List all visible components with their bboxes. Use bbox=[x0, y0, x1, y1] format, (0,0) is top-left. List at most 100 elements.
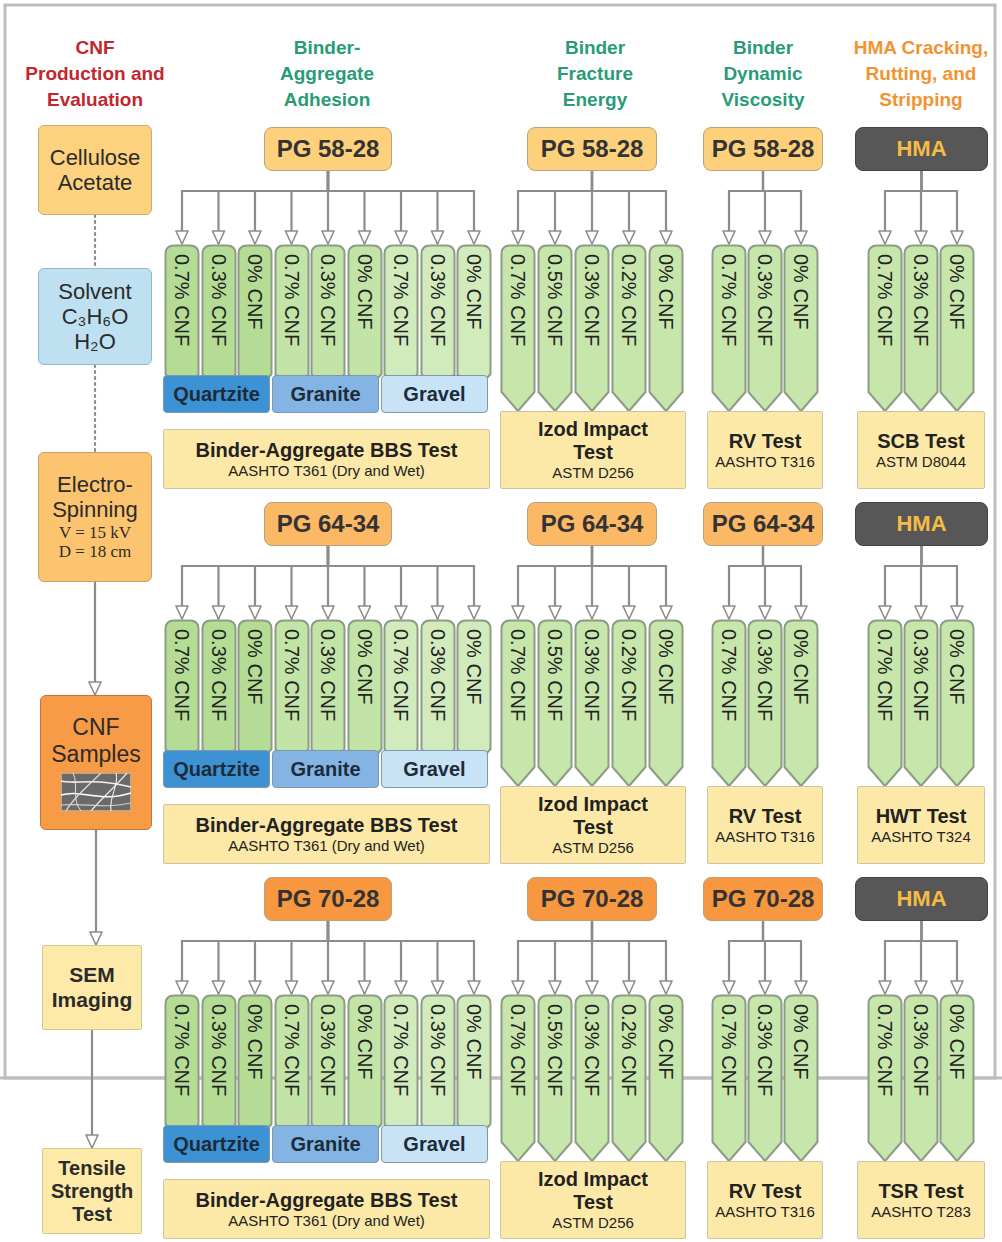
box-label: PG 58-28 bbox=[707, 135, 819, 163]
concentration-label: 0.2% CNF bbox=[618, 629, 640, 721]
concentration-label: 0.7% CNF bbox=[281, 1004, 303, 1096]
fiber-micrograph bbox=[61, 773, 131, 811]
concentration-label: 0.3% CNF bbox=[427, 629, 449, 721]
concentration-arrow: 0.7% CNF bbox=[383, 619, 419, 769]
arrow-outline bbox=[166, 246, 199, 394]
aggregate-box: Quartzite bbox=[163, 375, 270, 413]
box-label: PG 64-34 bbox=[268, 510, 388, 538]
arrow-outline bbox=[385, 621, 418, 769]
arrow-outline bbox=[749, 996, 782, 1162]
aggregate-box: Granite bbox=[272, 375, 379, 413]
connector bbox=[885, 921, 922, 994]
concentration-label: 0.3% CNF bbox=[754, 254, 776, 346]
concentration-arrow: 0% CNF bbox=[648, 994, 684, 1162]
box-label: RV Test bbox=[711, 1180, 819, 1203]
arrow-outline bbox=[785, 246, 818, 412]
arrow-outline bbox=[539, 621, 572, 787]
connector bbox=[255, 921, 328, 994]
arrow-outline bbox=[905, 246, 938, 412]
concentration-label: 0.2% CNF bbox=[618, 254, 640, 346]
test-box: RV TestAASHTO T316 bbox=[707, 1161, 823, 1239]
concentration-arrow: 0.3% CNF bbox=[747, 994, 783, 1162]
binder-grade-box: PG 70-28 bbox=[527, 877, 657, 921]
concentration-arrow: 0% CNF bbox=[939, 994, 975, 1162]
arrow-outline bbox=[650, 246, 683, 412]
concentration-label: 0.3% CNF bbox=[208, 254, 230, 346]
connector bbox=[763, 546, 801, 619]
arrow-outline bbox=[385, 996, 418, 1144]
concentration-label: 0% CNF bbox=[790, 254, 812, 330]
arrow-outline bbox=[502, 621, 535, 787]
connector bbox=[292, 171, 329, 244]
concentration-label: 0.3% CNF bbox=[317, 629, 339, 721]
concentration-label: 0.7% CNF bbox=[718, 629, 740, 721]
arrow-outline bbox=[650, 996, 683, 1162]
arrow-outline bbox=[458, 621, 491, 769]
arrow-outline bbox=[312, 246, 345, 394]
arrow-outline bbox=[275, 621, 308, 769]
concentration-label: 0.7% CNF bbox=[874, 1004, 896, 1096]
concentration-arrow: 0% CNF bbox=[347, 619, 383, 769]
concentration-label: 0.3% CNF bbox=[581, 254, 603, 346]
connector bbox=[885, 171, 922, 244]
aggregate-box: Gravel bbox=[381, 750, 488, 788]
arrow-outline bbox=[348, 996, 381, 1144]
box-label: AASHTO T316 bbox=[711, 453, 819, 470]
concentration-arrow: 0.3% CNF bbox=[201, 244, 237, 394]
concentration-arrow: 0.5% CNF bbox=[537, 994, 573, 1162]
concentration-arrow: 0% CNF bbox=[783, 244, 819, 412]
arrow-outline bbox=[502, 246, 535, 412]
test-box: Binder-Aggregate BBS TestAASHTO T361 (Dr… bbox=[163, 804, 490, 864]
concentration-label: 0.5% CNF bbox=[544, 254, 566, 346]
connector bbox=[328, 546, 438, 619]
column-heading: Binder Fracture Energy bbox=[545, 35, 645, 113]
concentration-label: 0.7% CNF bbox=[507, 629, 529, 721]
box-label: Quartzite bbox=[167, 1133, 266, 1156]
aggregate-box: Quartzite bbox=[163, 750, 270, 788]
arrow-outline bbox=[749, 621, 782, 787]
concentration-label: 0.7% CNF bbox=[281, 254, 303, 346]
box-label: SCB Test bbox=[862, 430, 980, 453]
process-box: Electro-SpinningV = 15 kVD = 18 cm bbox=[38, 452, 152, 582]
concentration-arrow: 0% CNF bbox=[648, 244, 684, 412]
concentration-label: 0.5% CNF bbox=[544, 629, 566, 721]
box-label: Binder-Aggregate BBS Test bbox=[168, 814, 485, 837]
concentration-arrow: 0.3% CNF bbox=[420, 994, 456, 1144]
aggregate-box: Gravel bbox=[381, 1125, 488, 1163]
arrow-outline bbox=[312, 996, 345, 1144]
test-box: Tensile Strength Test bbox=[42, 1148, 142, 1234]
concentration-label: 0.7% CNF bbox=[390, 1004, 412, 1096]
box-label: AASHTO T324 bbox=[862, 828, 980, 845]
arrow-outline bbox=[421, 246, 454, 394]
connector bbox=[328, 171, 474, 244]
connector bbox=[94, 215, 96, 268]
concentration-arrow: 0% CNF bbox=[237, 244, 273, 394]
box-label: CNF Samples bbox=[44, 714, 148, 767]
box-label: V = 15 kV bbox=[42, 523, 148, 543]
box-label: AASHTO T361 (Dry and Wet) bbox=[168, 837, 485, 854]
arrow-outline bbox=[905, 621, 938, 787]
arrow-outline bbox=[869, 246, 902, 412]
concentration-label: 0.3% CNF bbox=[208, 629, 230, 721]
arrow-outline bbox=[239, 621, 272, 769]
arrow-outline bbox=[576, 996, 609, 1162]
arrow-outline bbox=[613, 996, 646, 1162]
connector bbox=[95, 830, 97, 945]
test-box: Izod Impact TestASTM D256 bbox=[500, 411, 686, 489]
arrow-outline bbox=[312, 621, 345, 769]
concentration-label: 0.7% CNF bbox=[507, 254, 529, 346]
box-label: ASTM D256 bbox=[521, 1214, 665, 1231]
concentration-label: 0% CNF bbox=[946, 1004, 968, 1080]
connector bbox=[922, 546, 958, 619]
concentration-label: 0% CNF bbox=[463, 629, 485, 705]
connector bbox=[219, 921, 329, 994]
concentration-label: 0.3% CNF bbox=[910, 629, 932, 721]
concentration-arrow: 0.5% CNF bbox=[537, 619, 573, 787]
concentration-arrow: 0.7% CNF bbox=[711, 619, 747, 787]
concentration-arrow: 0.5% CNF bbox=[537, 244, 573, 412]
connector bbox=[182, 546, 328, 619]
connector bbox=[94, 582, 96, 695]
concentration-arrow: 0.3% CNF bbox=[201, 994, 237, 1144]
box-label: C₃H₆O bbox=[42, 304, 148, 329]
test-box: RV TestAASHTO T316 bbox=[707, 786, 823, 864]
